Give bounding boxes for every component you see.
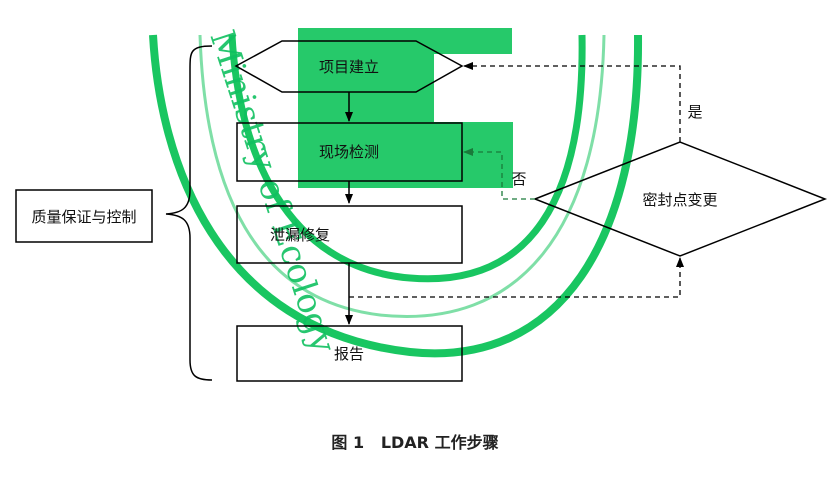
watermark-arc-inner [228, 34, 586, 283]
qa-box [15, 189, 153, 243]
decision-change-shape [532, 141, 828, 257]
watermark-arc-third [198, 34, 606, 318]
figure-caption: 图 1 LDAR 工作步骤 [331, 433, 498, 452]
qa-label: 质量保证与控制 [31, 208, 136, 226]
step-project-setup-label: 项目建立 [319, 58, 379, 76]
qa-brace [165, 45, 213, 381]
yes-label: 是 [687, 103, 702, 121]
step-leak-repair-label: 泄漏修复 [270, 226, 330, 244]
dashed-repair-to-decision [349, 257, 684, 298]
step-field-inspection-label: 现场检测 [319, 143, 379, 161]
step-report-label: 报告 [334, 345, 364, 363]
watermark-block [298, 28, 513, 188]
step-report-shape [236, 325, 463, 382]
watermark: Ministry of Ecology [149, 25, 643, 358]
dashed-decision-no-to-inspection [463, 148, 535, 200]
decision-change-label: 密封点变更 [642, 191, 717, 209]
step-project-setup-shape [234, 40, 464, 93]
dashed-decision-yes-to-setup [463, 62, 681, 142]
no-label: 否 [511, 170, 526, 188]
watermark-arc-outer [149, 34, 643, 358]
